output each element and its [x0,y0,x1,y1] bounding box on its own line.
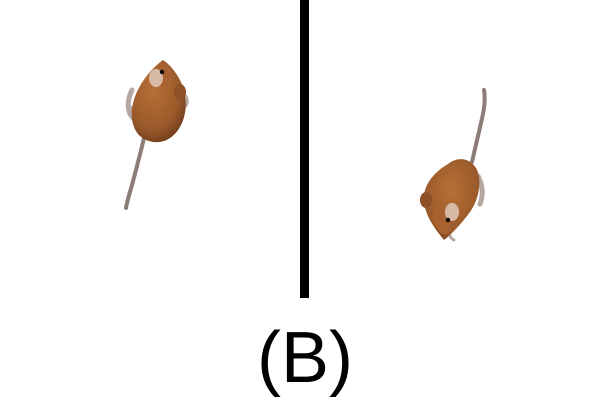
mouse-left-icon [124,60,189,210]
divider-line [300,0,309,298]
figure-caption: (B) [257,318,353,398]
mouse-right-icon [420,88,487,242]
